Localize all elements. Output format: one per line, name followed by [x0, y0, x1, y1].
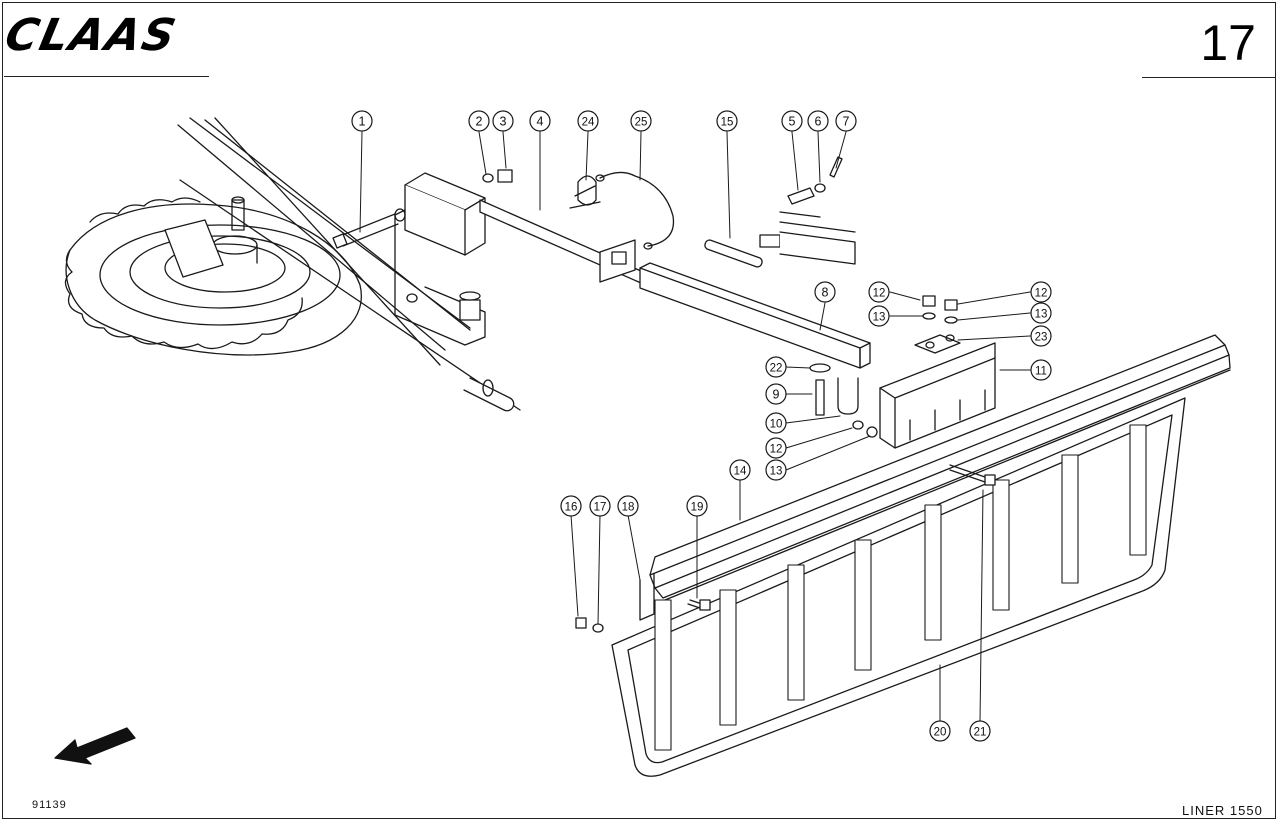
callout-9: 9 [765, 383, 787, 405]
callout-label: 12 [1035, 288, 1048, 300]
callout-label: 22 [770, 363, 783, 375]
callout-5: 5 [781, 110, 803, 132]
callout-label: 25 [635, 117, 648, 129]
upper-bracket-tube [394, 172, 651, 346]
callout-label: 14 [734, 466, 747, 478]
callout-label: 17 [594, 502, 607, 514]
callout-25: 25 [630, 110, 652, 132]
callout-label: 19 [691, 502, 704, 514]
callout-20: 20 [929, 720, 951, 742]
callout-label: 21 [974, 727, 987, 739]
rubber-flap [611, 397, 1186, 777]
callout-label: 24 [582, 117, 595, 129]
callout-7: 7 [835, 110, 857, 132]
callout-13: 13 [868, 305, 890, 327]
callout-23: 23 [1030, 325, 1052, 347]
callout-19: 19 [686, 495, 708, 517]
callout-21: 21 [969, 720, 991, 742]
callout-8: 8 [814, 281, 836, 303]
callout-label: 23 [1035, 332, 1048, 344]
callout-1: 1 [351, 110, 373, 132]
callout-label: 2 [476, 115, 483, 129]
callout-label: 13 [1035, 309, 1048, 321]
callout-4: 4 [529, 110, 551, 132]
callout-label: 3 [500, 115, 507, 129]
drawing-number: 91139 [32, 799, 67, 811]
callout-label: 4 [537, 115, 544, 129]
callout-label: 5 [789, 115, 796, 129]
angle-iron [649, 334, 1231, 601]
callout-label: 6 [815, 115, 822, 129]
callout-label: 12 [770, 444, 783, 456]
callout-label: 13 [873, 312, 886, 324]
callout-label: 9 [773, 388, 780, 402]
callout-label: 16 [565, 502, 578, 514]
callout-13: 13 [1030, 302, 1052, 324]
callout-label: 8 [822, 286, 829, 300]
callout-label: 20 [934, 727, 947, 739]
callout-10: 10 [765, 412, 787, 434]
callout-12: 12 [1030, 281, 1052, 303]
callout-11: 11 [1030, 359, 1052, 381]
callout-24: 24 [577, 110, 599, 132]
small-fasteners [809, 295, 958, 438]
callout-16: 16 [560, 495, 582, 517]
lynch-pin-and-cable [569, 171, 675, 250]
locking-lever [704, 156, 856, 268]
model-name: LINER 1550 [1182, 803, 1263, 818]
callout-label: 15 [721, 117, 734, 129]
callout-17: 17 [589, 495, 611, 517]
callout-label: 13 [770, 466, 783, 478]
callout-13: 13 [765, 459, 787, 481]
callout-12: 12 [868, 281, 890, 303]
callout-18: 18 [617, 495, 639, 517]
callout-22: 22 [765, 356, 787, 378]
callout-6: 6 [807, 110, 829, 132]
callout-3: 3 [492, 110, 514, 132]
logo-divider [4, 76, 209, 77]
flap-strips [654, 424, 1147, 751]
mounting-bracket [879, 334, 996, 449]
leader-lines [359, 131, 1031, 723]
callout-14: 14 [729, 459, 751, 481]
callout-15: 15 [716, 110, 738, 132]
page-number: 17 [1200, 15, 1256, 71]
callout-label: 11 [1035, 366, 1047, 378]
rotor-assembly [64, 117, 521, 412]
callout-2: 2 [468, 110, 490, 132]
bolt-1 [332, 213, 399, 249]
callout-label: 7 [843, 115, 850, 129]
callout-label: 1 [359, 115, 366, 129]
flap-fasteners [575, 464, 996, 633]
direction-arrow [54, 727, 136, 765]
callout-label: 18 [622, 502, 635, 514]
adjustment-rail [639, 262, 871, 369]
page-number-divider [1142, 77, 1276, 78]
callout-12: 12 [765, 437, 787, 459]
callout-label: 10 [770, 419, 783, 431]
callout-label: 12 [873, 288, 886, 300]
